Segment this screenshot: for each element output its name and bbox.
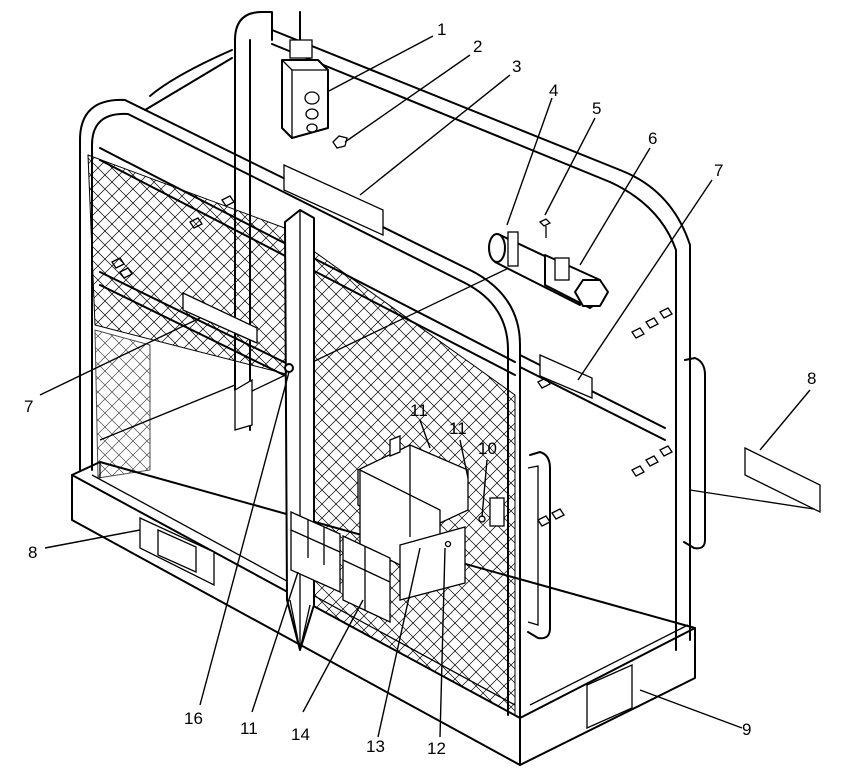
manual-box [357,435,505,601]
fastener-16 [284,363,294,373]
center-post [284,209,315,651]
key-icon [332,135,348,149]
callouts: 1 2 3 4 5 6 7 7 8 8 9 10 11 11 12 13 14 … [24,20,816,758]
decal-9 [586,663,633,730]
callout-9: 9 [742,720,751,739]
callout-10: 10 [478,439,497,458]
callout-14: 13 [366,737,385,756]
callout-2: 2 [473,37,482,56]
decal-8-right [744,446,821,514]
callout-15: 14 [291,725,310,744]
callout-8-front: 8 [28,543,37,562]
callout-7-left: 7 [24,397,33,416]
rear-grab-handle [683,357,706,550]
callout-4: 4 [549,81,558,100]
callout-7-right: 7 [714,161,723,180]
right-grab-handle [527,451,551,640]
leader-lines [39,35,811,738]
decal-3 [283,163,384,237]
callout-11-post: 11 [240,719,258,738]
callout-3: 3 [512,57,521,76]
bolt-icon [538,218,552,238]
decal-8-front [139,516,215,587]
callout-13: 12 [427,739,446,758]
callout-16: 16 [184,709,203,728]
decal-11-post [290,510,341,594]
control-box [281,11,329,139]
chains [111,195,673,527]
callout-8-right: 8 [807,369,816,388]
decal-7-left [182,291,258,431]
callout-5: 5 [592,99,601,118]
callout-1: 1 [437,20,446,39]
callout-6: 6 [648,129,657,148]
callout-11-box: 11 [449,419,467,438]
callout-12: 11 [410,401,428,420]
manual-holder-tube [488,231,609,309]
decal-15 [342,534,391,624]
decal-7-right [539,354,593,399]
